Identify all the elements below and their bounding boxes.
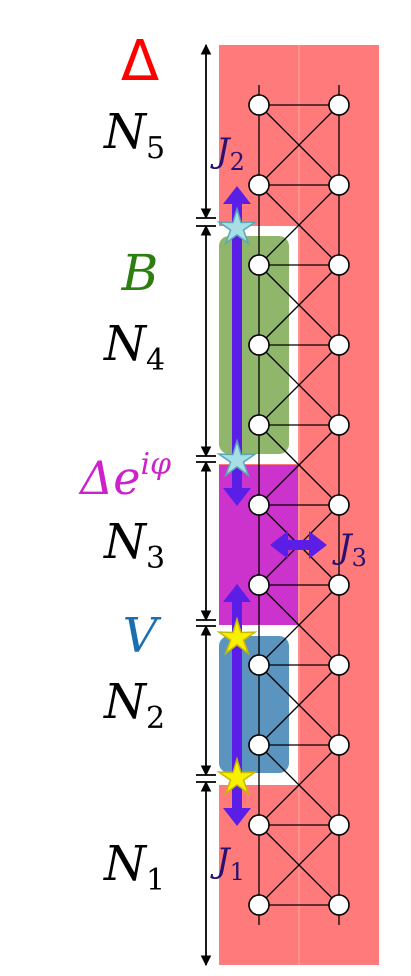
n5-sub: 5	[146, 131, 165, 166]
n4-sub: 4	[146, 343, 165, 378]
lattice-site	[328, 414, 350, 436]
hopping-arrow-j2	[223, 186, 251, 506]
ladder-diagonal	[258, 424, 340, 506]
lattice-site	[248, 254, 270, 276]
j2-sub: 2	[230, 148, 245, 176]
ladder-diagonal	[258, 104, 340, 186]
lattice-sites	[248, 94, 350, 916]
lattice-site	[248, 414, 270, 436]
lattice-site	[328, 814, 350, 836]
lattice-site	[248, 94, 270, 116]
j1-sub: 1	[230, 858, 245, 886]
n2-label: N2	[103, 674, 165, 736]
ladder-diagonal	[258, 744, 340, 826]
lattice-site	[248, 894, 270, 916]
ladder-diagonal	[258, 584, 340, 666]
lattice-site	[328, 174, 350, 196]
lattice-site	[248, 174, 270, 196]
lattice-site	[248, 574, 270, 596]
delta-phase-base: Δe	[78, 451, 140, 505]
lattice-site	[248, 734, 270, 756]
n3-sub: 3	[146, 541, 165, 576]
magnetic-field-label: B	[121, 244, 159, 302]
lattice-site	[248, 494, 270, 516]
star-yellow-top	[216, 616, 258, 656]
lattice-site	[328, 334, 350, 356]
lattice-site	[248, 654, 270, 676]
hopping-arrow-j3	[270, 531, 327, 559]
j3-sub: 3	[352, 544, 367, 572]
ladder-diagonal	[258, 264, 340, 346]
lattice-site	[328, 254, 350, 276]
lattice-site	[248, 334, 270, 356]
boundary-arrows	[196, 43, 216, 967]
lattice-site	[328, 494, 350, 516]
hopping-arrow-j1	[223, 584, 251, 826]
delta-phase-label: Δeiφ	[78, 447, 171, 505]
j3-label: J3	[332, 527, 367, 572]
lattice-site	[328, 94, 350, 116]
n3-symbol: N	[103, 514, 148, 570]
ladder-diagonal	[258, 344, 340, 426]
n5-label: N5	[103, 104, 165, 166]
delta-label: Δ	[121, 29, 159, 94]
j1-symbol: J	[210, 841, 232, 881]
potential-label: V	[123, 608, 162, 664]
j2-label: J2	[210, 131, 245, 176]
j2-symbol: J	[210, 131, 232, 171]
lattice-site	[328, 734, 350, 756]
ladder-diagonal	[258, 664, 340, 746]
star-cyan-bottom	[216, 438, 258, 478]
lattice-edges	[258, 85, 340, 925]
lattice-site	[328, 894, 350, 916]
n2-symbol: N	[103, 674, 148, 730]
ladder-diagonal	[258, 184, 340, 266]
lattice-site	[248, 814, 270, 836]
lattice-site	[328, 574, 350, 596]
n1-label: N1	[103, 836, 165, 898]
star-yellow-bottom	[216, 756, 258, 796]
n4-label: N4	[103, 316, 165, 378]
n4-symbol: N	[103, 316, 148, 372]
j3-symbol: J	[332, 527, 354, 567]
lattice-site	[328, 654, 350, 676]
delta-phase-sup: iφ	[140, 447, 171, 482]
n3-label: N3	[103, 514, 165, 576]
ladder-diagonal	[258, 824, 340, 906]
n2-sub: 2	[146, 701, 165, 736]
n5-symbol: N	[103, 104, 148, 160]
j1-label: J1	[210, 841, 245, 886]
n1-symbol: N	[103, 836, 148, 892]
star-cyan-top	[216, 206, 258, 246]
n1-sub: 1	[146, 863, 165, 898]
